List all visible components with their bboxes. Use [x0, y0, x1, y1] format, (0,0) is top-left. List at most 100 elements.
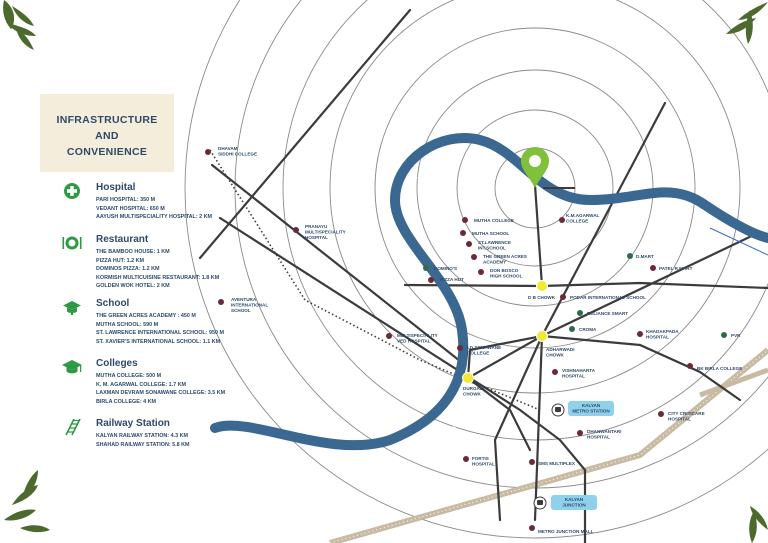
- category-items: THE BAMBOO HOUSE: 1 KM PIZZA HUT: 1.2 KM…: [96, 248, 219, 291]
- railway-line: [329, 347, 768, 543]
- poi-sms-multiplex[interactable]: SMS MULTIPLEX: [529, 459, 576, 466]
- category-title: Hospital: [96, 182, 136, 193]
- location-pin-icon[interactable]: [521, 147, 575, 189]
- category-item: KALYAN RAILWAY STATION: 4.3 KM: [96, 433, 188, 439]
- poi-marker: [293, 227, 299, 233]
- category-title: School: [96, 298, 130, 309]
- chowk-marker: [536, 280, 548, 292]
- restaurant-plate-icon: [62, 236, 82, 250]
- poi-marker: [529, 525, 535, 531]
- school-cap-icon: [63, 301, 81, 315]
- ulhas-river: [210, 133, 768, 451]
- category-items: PARI HOSPITAL: 350 M VEDANT HOSPITAL: 65…: [96, 196, 212, 222]
- poi-marker: [559, 217, 565, 223]
- poi-marker: [627, 253, 633, 259]
- station-badge: [551, 495, 597, 510]
- category-item: ST. LAWRENCE INTERNATIONAL SCHOOL: 950 M: [96, 330, 224, 337]
- poi-label: MUTHA SCHOOL: [472, 231, 510, 236]
- poi-marker: [478, 269, 484, 275]
- poi-label: BK BIRLA COLLEGE: [697, 366, 742, 371]
- poi-metro-junction-mall[interactable]: METRO JUNCTION MALL: [529, 525, 594, 534]
- poi-domino-s[interactable]: DOMINO'S: [423, 265, 457, 271]
- chowk-label: D B CHOWK: [528, 295, 556, 300]
- category-title: Railway Station: [96, 418, 170, 429]
- poi-label: PIZZA HUT: [440, 277, 464, 282]
- leaf-decoration-icon: [726, 2, 768, 44]
- poi-mutha-school[interactable]: MUTHA SCHOOL: [460, 230, 510, 236]
- category-items: MUTHA COLLEGE: 500 M K. M. AGARWAL COLLE…: [96, 372, 225, 406]
- category-item: GOLDEN WOK HOTEL: 2 KM: [96, 283, 170, 290]
- category-item: THE BAMBOO HOUSE: 1 KM: [96, 249, 170, 255]
- category-item: MUTHA COLLEGE: 500 M: [96, 373, 162, 379]
- poi-label: RELIANCE SMART: [587, 311, 628, 316]
- poi-marker: [687, 363, 693, 369]
- station-badge: [568, 401, 614, 416]
- category-item: AAYUSH MULTISPECIALITY HOSPITAL: 2 KM: [96, 214, 213, 221]
- poi-mutha-college[interactable]: MUTHA COLLEGE: [462, 217, 514, 223]
- category-item: LAXMAN DEVRAM SONAWANE COLLEGE: 3.5 KM: [96, 390, 226, 397]
- legend-title: INFRASTRUCTURE AND CONVENIENCE: [40, 112, 174, 160]
- poi-marker: [577, 430, 583, 436]
- poi-pvr[interactable]: PVR: [721, 332, 741, 338]
- poi-label: D.MART: [636, 254, 654, 259]
- leaf-decoration-icon: [749, 506, 768, 543]
- poi-marker: [457, 345, 463, 351]
- dotted-road: [209, 149, 541, 411]
- poi-croma[interactable]: CROMA: [569, 326, 597, 332]
- chowk-d-b-chowk[interactable]: D B CHOWK: [528, 280, 556, 301]
- poi-patel-r-mart[interactable]: PATEL R MART: [650, 265, 693, 271]
- category-item: MUTHA SCHOOL: 590 M: [96, 321, 159, 328]
- chowk-marker: [536, 330, 548, 342]
- graduation-cap-icon: [62, 360, 82, 374]
- legend-title-box: [40, 94, 174, 172]
- category-title: Colleges: [96, 358, 138, 369]
- poi-marker: [423, 265, 429, 271]
- category-title: Restaurant: [96, 234, 149, 245]
- category-item: VEDANT HOSPITAL: 650 M: [96, 205, 165, 212]
- poi-reliance-smart[interactable]: RELIANCE SMART: [577, 310, 628, 316]
- poi-podar-international-school[interactable]: PODAR INTERNATIONAL SCHOOL: [560, 294, 646, 300]
- poi-marker: [552, 369, 558, 375]
- poi-pizza-hut[interactable]: PIZZA HUT: [428, 277, 464, 283]
- chowk-marker: [462, 372, 474, 384]
- poi-bk-birla-college[interactable]: BK BIRLA COLLEGE: [687, 363, 742, 371]
- poi-marker: [650, 265, 656, 271]
- poi-label: CROMA: [579, 327, 597, 332]
- category-item: SHAHAD RAILWAY STATION: 5.8 KM: [96, 441, 190, 448]
- category-item: DOMINOS PIZZA: 1.2 KM: [96, 266, 160, 273]
- river-label: ULHAS RIVER: [412, 162, 441, 181]
- poi-d-mart[interactable]: D.MART: [627, 253, 654, 259]
- poi-label: MUTHA COLLEGE: [474, 218, 514, 223]
- poi-marker: [471, 254, 477, 260]
